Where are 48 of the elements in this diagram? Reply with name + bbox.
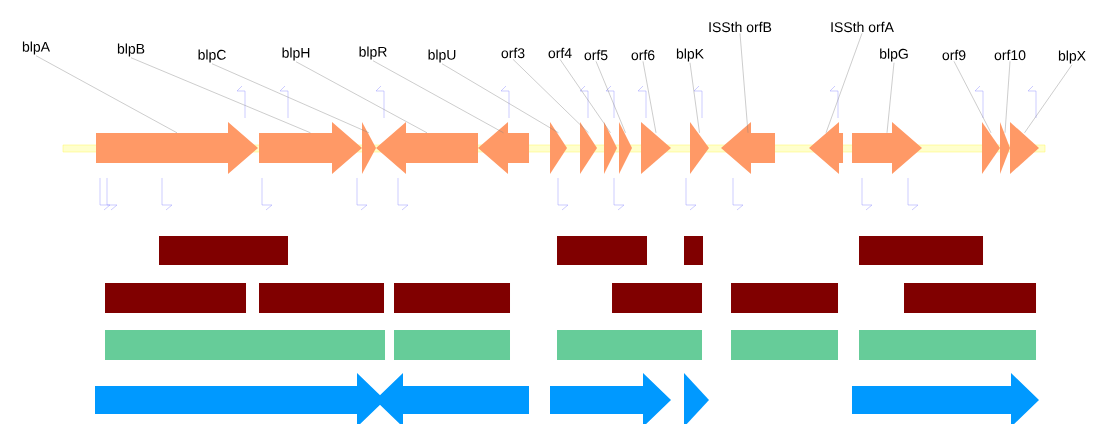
- gene-label: ISSth orfA: [831, 21, 894, 33]
- gene-label: blpK: [676, 48, 704, 62]
- leader-line: [559, 59, 611, 133]
- gene-label: orf5: [584, 49, 608, 61]
- gene-block: [721, 122, 775, 174]
- gene-label: orf6: [631, 49, 655, 61]
- gene-block: [690, 122, 709, 174]
- leader-line: [130, 57, 311, 133]
- gene-block: [362, 122, 376, 174]
- gene-label: blpH: [282, 47, 310, 61]
- gene-block: [604, 122, 617, 174]
- gene-label: blpX: [1058, 50, 1086, 64]
- gene-block: [619, 122, 632, 174]
- gene-block: [641, 122, 671, 174]
- gene-block: [1000, 122, 1010, 174]
- leader-line: [886, 62, 895, 133]
- gene-label: orf10: [994, 49, 1026, 61]
- leader-line: [825, 33, 863, 133]
- gene-label: blpC: [198, 49, 226, 63]
- gene-label: blpU: [428, 49, 456, 63]
- leader-line: [642, 61, 657, 133]
- gene-label: blpB: [117, 43, 145, 57]
- gene-label: orf4: [548, 47, 572, 59]
- gene-label: blpA: [22, 41, 50, 55]
- leader-line: [35, 55, 178, 133]
- gene-block: [96, 122, 258, 174]
- gene-label: orf3: [501, 47, 525, 59]
- gene-block: [809, 122, 843, 174]
- leader-line: [512, 59, 589, 133]
- leader-line: [372, 60, 504, 133]
- leader-line: [689, 62, 700, 133]
- leader-line: [1004, 61, 1011, 133]
- gene-block: [982, 122, 1000, 174]
- gene-label: blpR: [359, 46, 387, 60]
- leader-line: [441, 63, 559, 133]
- gene-block: [478, 122, 529, 174]
- leader-line: [1024, 64, 1073, 133]
- gene-label: blpG: [880, 48, 908, 62]
- leader-line: [595, 61, 626, 133]
- leader-line: [211, 63, 370, 133]
- gene-block: [852, 122, 922, 174]
- gene-label: ISSth orfB: [709, 21, 772, 33]
- gene-block: [550, 122, 567, 174]
- leader-line: [739, 33, 749, 133]
- gene-block: [580, 122, 597, 174]
- leader-line: [953, 61, 992, 133]
- leader-line: [295, 61, 428, 133]
- gene-label: orf9: [942, 49, 966, 61]
